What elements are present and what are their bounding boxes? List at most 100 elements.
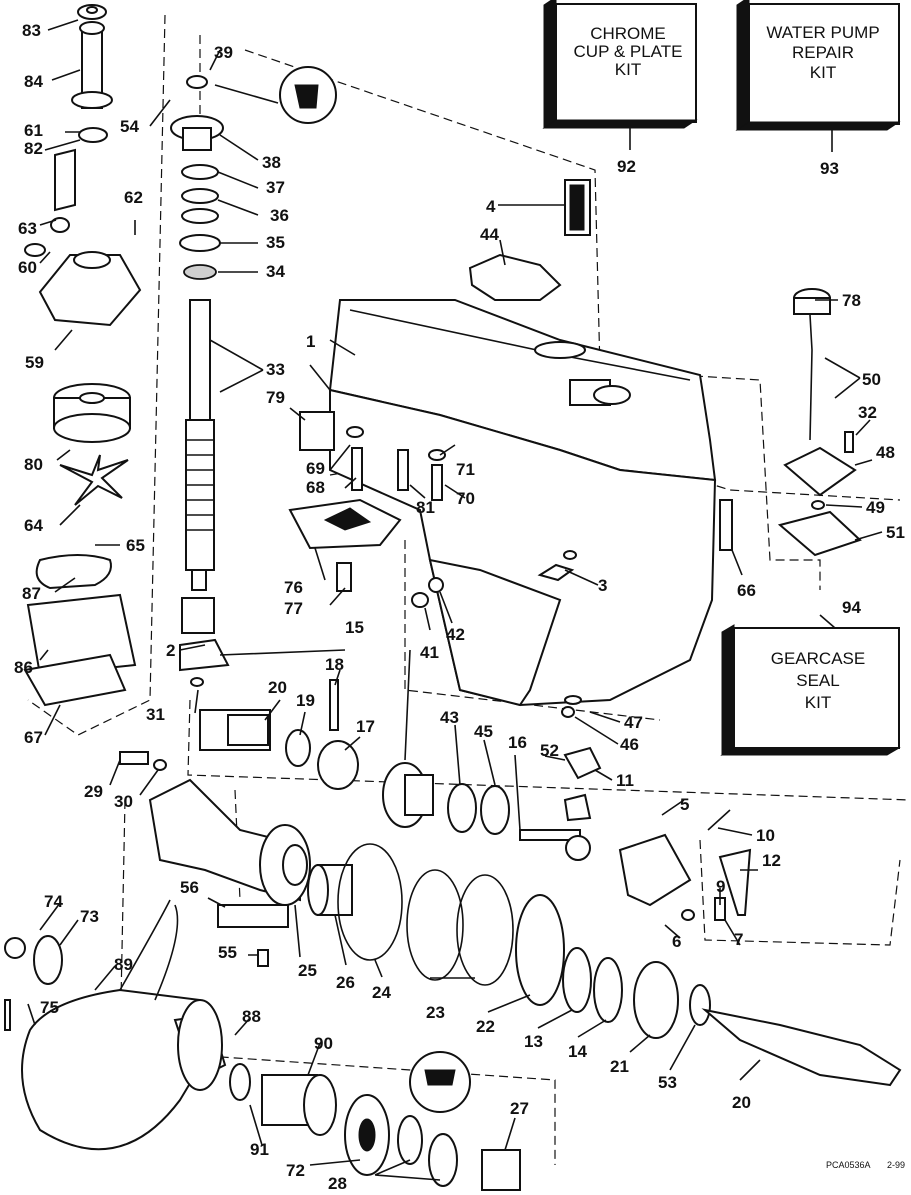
callout-6: 6 — [672, 932, 681, 951]
callout-77: 77 — [284, 599, 303, 618]
callout-70: 70 — [456, 489, 475, 508]
callout-20-lower: 20 — [732, 1093, 751, 1112]
kit-water-pump-line2: REPAIR — [792, 43, 854, 62]
callout-25: 25 — [298, 961, 317, 980]
callout-48: 48 — [876, 443, 895, 462]
callout-60: 60 — [18, 258, 37, 277]
kit-chrome-line2: CUP & PLATE — [574, 42, 683, 61]
callout-91: 91 — [250, 1140, 269, 1159]
lower-gear-train — [199, 679, 752, 921]
kit-chrome-line3: KIT — [615, 60, 641, 79]
callout-71: 71 — [456, 460, 475, 479]
callout-84: 84 — [24, 72, 43, 91]
callout-73: 73 — [80, 907, 99, 926]
callout-63: 63 — [18, 219, 37, 238]
callout-31: 31 — [146, 705, 165, 724]
callout-83: 83 — [22, 21, 41, 40]
callout-68: 68 — [306, 478, 325, 497]
callout-27: 27 — [510, 1099, 529, 1118]
callout-1: 1 — [306, 332, 315, 351]
callout-11: 11 — [616, 771, 634, 790]
callout-75: 75 — [40, 998, 59, 1017]
callout-36: 36 — [270, 206, 289, 225]
gearcase-housing — [309, 179, 717, 707]
callout-43: 43 — [440, 708, 459, 727]
callout-51: 51 — [886, 523, 905, 542]
callout-62: 62 — [124, 188, 143, 207]
callout-47: 47 — [624, 713, 643, 732]
callout-61: 61 — [24, 121, 43, 140]
callout-22: 22 — [476, 1017, 495, 1036]
callout-37: 37 — [266, 178, 285, 197]
callout-50: 50 — [862, 370, 881, 389]
callout-5: 5 — [680, 795, 689, 814]
figure-code: PCA0536A — [826, 1160, 871, 1170]
callout-45: 45 — [474, 722, 493, 741]
callout-16: 16 — [508, 733, 527, 752]
callout-17: 17 — [356, 717, 375, 736]
callout-34: 34 — [266, 262, 285, 281]
callout-49: 49 — [866, 498, 885, 517]
callout-66: 66 — [737, 581, 756, 600]
callout-15: 15 — [345, 618, 364, 637]
callout-24: 24 — [372, 983, 391, 1002]
water-pump-parts — [23, 4, 142, 707]
figure-date: 2-99 — [887, 1160, 905, 1170]
callout-35: 35 — [266, 233, 285, 252]
callout-87: 87 — [22, 584, 41, 603]
callout-3: 3 — [598, 576, 607, 595]
propeller-assembly — [4, 66, 521, 1191]
callout-76: 76 — [284, 578, 303, 597]
callout-19: 19 — [296, 691, 315, 710]
callout-41: 41 — [420, 643, 439, 662]
leader-lines — [27, 19, 883, 1181]
callout-32: 32 — [858, 403, 877, 422]
mid-small-parts — [288, 411, 733, 718]
callout-88: 88 — [242, 1007, 261, 1026]
kit-water-pump-line1: WATER PUMP — [766, 23, 879, 42]
callout-18: 18 — [325, 655, 344, 674]
callout-30: 30 — [114, 792, 133, 811]
callout-81: 81 — [416, 498, 435, 517]
callout-53: 53 — [658, 1073, 677, 1092]
callout-23: 23 — [426, 1003, 445, 1022]
callout-2: 2 — [166, 641, 175, 660]
callout-9: 9 — [716, 877, 725, 896]
callout-26: 26 — [336, 973, 355, 992]
callout-65: 65 — [126, 536, 145, 555]
kit-box-chrome: CHROME CUP & PLATE KIT — [542, 0, 698, 129]
callout-93: 93 — [820, 159, 839, 178]
callout-89: 89 — [114, 955, 133, 974]
callout-54: 54 — [120, 117, 139, 136]
callout-46: 46 — [620, 735, 639, 754]
driveshaft-stack — [170, 75, 230, 687]
callout-38: 38 — [262, 153, 281, 172]
kit-gearcase-line2: SEAL — [796, 671, 839, 690]
callout-92: 92 — [617, 157, 636, 176]
callout-52: 52 — [540, 741, 559, 760]
callout-80: 80 — [24, 455, 43, 474]
callout-67: 67 — [24, 728, 43, 747]
callout-10: 10 — [756, 826, 775, 845]
kit-box-water-pump: WATER PUMP REPAIR KIT — [735, 0, 901, 131]
callout-55: 55 — [218, 943, 237, 962]
callout-7: 7 — [734, 930, 743, 949]
callout-labels: 83 84 61 82 63 60 59 80 64 65 87 86 67 5… — [14, 21, 905, 1193]
callout-20: 20 — [268, 678, 287, 697]
callout-90: 90 — [314, 1034, 333, 1053]
callout-29: 29 — [84, 782, 103, 801]
callout-82: 82 — [24, 139, 43, 158]
kit-box-gearcase-seal: GEARCASE SEAL KIT — [720, 624, 901, 756]
kit-water-pump-line3: KIT — [810, 63, 836, 82]
callout-12: 12 — [762, 851, 781, 870]
callout-86: 86 — [14, 658, 33, 677]
callout-78: 78 — [842, 291, 861, 310]
callout-42: 42 — [446, 625, 465, 644]
callout-74: 74 — [44, 892, 63, 911]
callout-39: 39 — [214, 43, 233, 62]
callout-13: 13 — [524, 1032, 543, 1051]
callout-72: 72 — [286, 1161, 305, 1180]
callout-59: 59 — [25, 353, 44, 372]
callout-14: 14 — [568, 1042, 587, 1061]
